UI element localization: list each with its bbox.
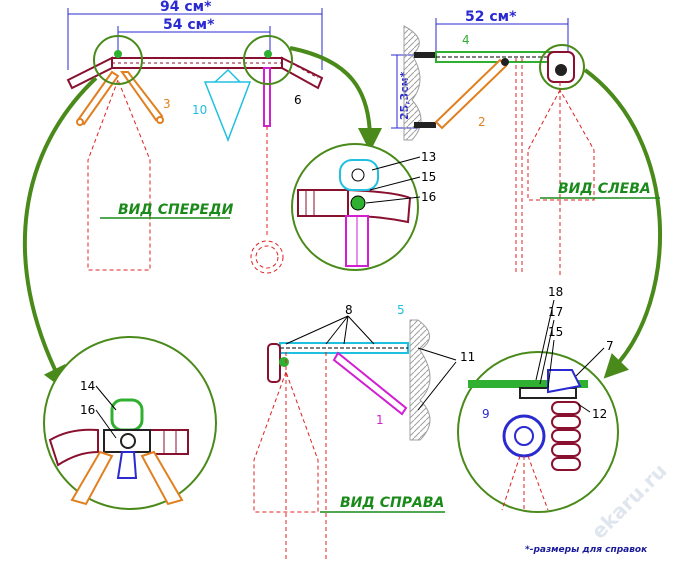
label-15a: 15 — [421, 170, 436, 184]
detail-bottom-left — [43, 336, 217, 510]
arrow-left-to-detail — [583, 68, 663, 379]
detail-bottom-right — [457, 351, 619, 513]
label-13: 13 — [421, 150, 436, 164]
front-dimensions — [67, 8, 323, 70]
label-18: 18 — [548, 285, 563, 299]
label-11: 11 — [460, 350, 475, 364]
dim-left-length: 52 см* — [465, 9, 517, 25]
label-12: 12 — [592, 407, 607, 421]
view-title-right: ВИД СПРАВА — [340, 495, 444, 511]
label-2: 2 — [478, 115, 486, 129]
label-5: 5 — [397, 303, 405, 317]
label-9: 9 — [482, 407, 490, 421]
pear-10 — [203, 81, 252, 143]
label-16b: 16 — [80, 403, 95, 417]
front-detail-circle-left — [93, 35, 143, 85]
view-title-front: ВИД СПЕРЕДИ — [118, 202, 234, 218]
label-10: 10 — [192, 103, 207, 117]
arrow-front-to-detail-right — [289, 46, 382, 152]
dim-front-total: 94 см* — [160, 0, 212, 15]
front-bag-outline — [87, 78, 151, 271]
front-bar — [66, 56, 324, 90]
label-7: 7 — [606, 339, 614, 353]
arrow-front-to-detail-left — [22, 76, 98, 391]
label-3: 3 — [163, 97, 171, 111]
label-1: 1 — [376, 413, 384, 427]
label-4: 4 — [462, 33, 470, 47]
front-hanger — [250, 67, 284, 274]
front-legs — [76, 70, 164, 126]
label-6: 6 — [294, 93, 302, 107]
view-title-left: ВИД СЛЕВА — [558, 181, 651, 197]
label-8: 8 — [345, 303, 353, 317]
footnote: *-размеры для справок — [525, 545, 648, 555]
label-14: 14 — [80, 379, 95, 393]
left-view: 52 см* 25,3см* 4 2 ВИД СЛЕВА — [391, 9, 660, 275]
right-view: 5 1 8 11 ВИД СПРАВА — [253, 303, 475, 560]
front-view: 94 см* 54 см* 3 10 — [66, 0, 324, 274]
label-16a: 16 — [421, 190, 436, 204]
detail-top — [291, 143, 419, 271]
front-detail-circle-right — [243, 35, 293, 85]
dim-front-inner: 54 см* — [163, 17, 215, 33]
